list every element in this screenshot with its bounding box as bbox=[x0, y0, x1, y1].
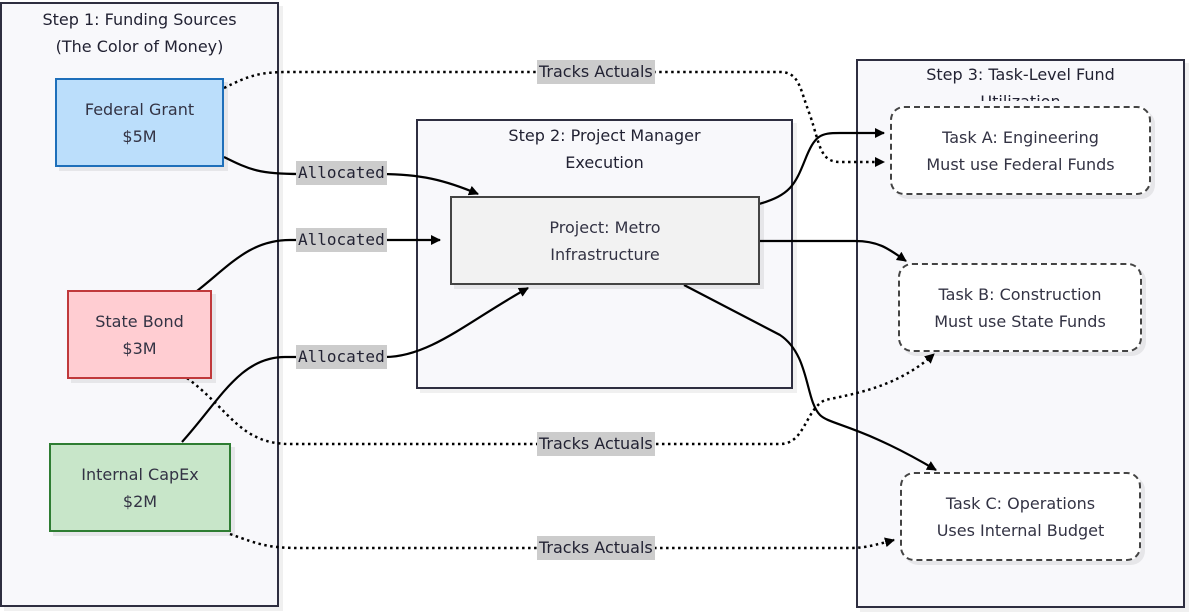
node-line: Project: Metro bbox=[549, 217, 661, 237]
node-state-bond[interactable]: State Bond $3M bbox=[67, 290, 212, 379]
node-line: Must use Federal Funds bbox=[926, 154, 1115, 174]
cluster-title-line: Execution bbox=[565, 153, 644, 172]
node-line: Uses Internal Budget bbox=[936, 520, 1105, 540]
node-internal-capex[interactable]: Internal CapEx $2M bbox=[49, 443, 231, 532]
node-amount: $2M bbox=[122, 491, 158, 511]
edge-label-allocated: Allocated bbox=[296, 228, 387, 252]
node-name: Federal Grant bbox=[84, 99, 195, 119]
cluster-title: Step 3: Task-Level Fund Utilization bbox=[858, 61, 1183, 101]
edge-label-tracks-actuals: Tracks Actuals bbox=[537, 60, 655, 84]
node-task-a[interactable]: Task A: Engineering Must use Federal Fun… bbox=[890, 106, 1151, 195]
cluster-title-line: Step 2: Project Manager bbox=[508, 126, 701, 145]
node-amount: $5M bbox=[122, 126, 157, 146]
node-line: Task A: Engineering bbox=[942, 127, 1099, 147]
edge-label-tracks-actuals: Tracks Actuals bbox=[537, 432, 655, 456]
edge-track-capex bbox=[229, 532, 895, 550]
cluster-title-line: Utilization bbox=[858, 88, 1183, 101]
edge-label-allocated: Allocated bbox=[296, 345, 387, 369]
cluster-title-line: (The Color of Money) bbox=[55, 37, 224, 56]
node-project-metro[interactable]: Project: Metro Infrastructure bbox=[450, 196, 760, 285]
cluster-title: Step 1: Funding Sources (The Color of Mo… bbox=[2, 6, 277, 60]
node-amount: $3M bbox=[122, 338, 157, 358]
edge-label-tracks-actuals: Tracks Actuals bbox=[537, 536, 655, 560]
cluster-title: Step 2: Project Manager Execution bbox=[418, 122, 791, 176]
node-task-b[interactable]: Task B: Construction Must use State Fund… bbox=[898, 263, 1142, 352]
node-line: Task C: Operations bbox=[945, 493, 1096, 513]
edge-track-federal bbox=[223, 70, 885, 167]
node-line: Must use State Funds bbox=[934, 311, 1106, 331]
edge-project-task-a bbox=[758, 128, 885, 206]
edge-project-task-c bbox=[683, 284, 937, 471]
edge-alloc-state bbox=[196, 235, 441, 292]
node-name: State Bond bbox=[95, 311, 184, 331]
cluster-title-line: Step 3: Task-Level Fund bbox=[926, 65, 1115, 84]
edge-track-state bbox=[186, 353, 935, 446]
cluster-title-line: Step 1: Funding Sources bbox=[42, 10, 237, 29]
edge-project-task-b bbox=[759, 239, 907, 262]
node-name: Internal CapEx bbox=[81, 464, 199, 484]
node-task-c[interactable]: Task C: Operations Uses Internal Budget bbox=[900, 472, 1141, 561]
node-line: Task B: Construction bbox=[938, 284, 1102, 304]
edge-label-allocated: Allocated bbox=[296, 161, 387, 185]
node-federal-grant[interactable]: Federal Grant $5M bbox=[55, 78, 224, 167]
node-line: Infrastructure bbox=[550, 244, 660, 264]
